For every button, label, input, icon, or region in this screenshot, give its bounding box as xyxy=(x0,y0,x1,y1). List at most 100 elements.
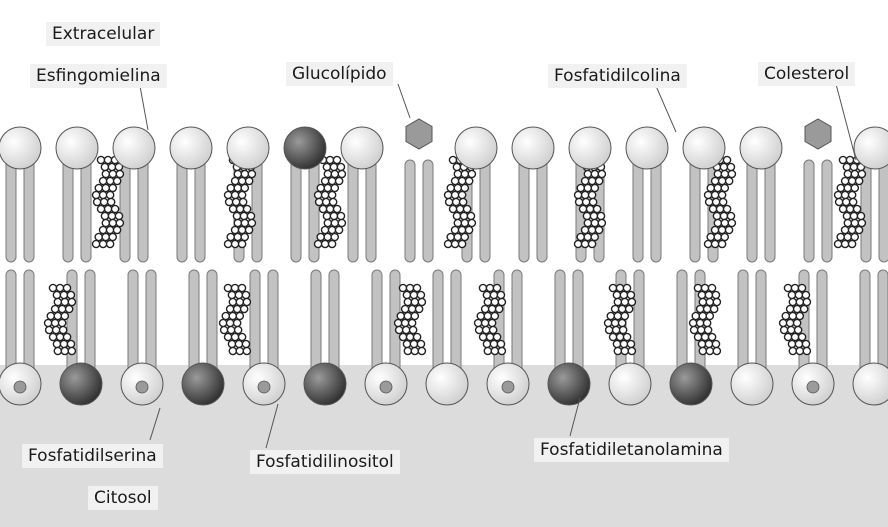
cholesterol-atom xyxy=(106,226,113,233)
cholesterol-atom xyxy=(718,240,725,247)
cholesterol-atom xyxy=(619,305,626,312)
cholesterol-atom xyxy=(53,340,60,347)
cholesterol-atom xyxy=(459,177,466,184)
cholesterol-atom xyxy=(591,233,598,240)
cholesterol-atom xyxy=(59,305,66,312)
cholesterol-atom xyxy=(711,226,718,233)
fatty-acid-tail xyxy=(268,270,278,372)
cholesterol-atom xyxy=(102,170,109,177)
cholesterol-atom xyxy=(856,177,863,184)
cholesterol-atom xyxy=(698,326,705,333)
cholesterol-atom xyxy=(235,291,242,298)
cholesterol-atom xyxy=(106,240,113,247)
cholesterol-atom xyxy=(109,184,116,191)
cholesterol-atom xyxy=(842,191,849,198)
cholesterol-atom xyxy=(720,198,727,205)
cholesterol-atom xyxy=(579,205,586,212)
cholesterol-atom xyxy=(321,240,328,247)
cholesterol-atom xyxy=(844,170,851,177)
cholesterol-atom xyxy=(795,340,802,347)
cholesterol-atom xyxy=(713,347,720,354)
cholesterol-atom xyxy=(444,240,451,247)
cholesterol-atom xyxy=(232,191,239,198)
cholesterol-atom xyxy=(788,291,795,298)
cholesterol-atom xyxy=(795,291,802,298)
cholesterol-atom xyxy=(399,284,406,291)
cholesterol-atom xyxy=(613,326,620,333)
cholesterol-atom xyxy=(465,226,472,233)
cholesterol-atom xyxy=(849,191,856,198)
phospholipid-head-light xyxy=(626,127,668,169)
cholesterol-atom xyxy=(851,233,858,240)
cholesterol-atom xyxy=(589,177,596,184)
cholesterol-atom xyxy=(843,212,850,219)
cholesterol-atom xyxy=(613,291,620,298)
cholesterol-atom xyxy=(780,319,787,326)
fatty-acid-tail xyxy=(85,270,95,372)
label-fosfatidilcolina: Fosfatidilcolina xyxy=(548,64,687,88)
cholesterol-atom xyxy=(463,205,470,212)
cholesterol-atom xyxy=(404,347,411,354)
cholesterol-atom xyxy=(409,319,416,326)
cholesterol-atom xyxy=(241,233,248,240)
cholesterol-atom xyxy=(220,319,227,326)
fatty-acid-tail xyxy=(6,270,16,372)
cholesterol-atom xyxy=(454,170,461,177)
cholesterol-atom xyxy=(243,298,250,305)
cholesterol-atom xyxy=(483,291,490,298)
cholesterol-atom xyxy=(490,340,497,347)
cholesterol-atom xyxy=(231,226,238,233)
fatty-acid-tail xyxy=(291,160,301,262)
cholesterol-atom xyxy=(236,205,243,212)
cholesterol-atom xyxy=(794,319,801,326)
cholesterol-atom xyxy=(626,305,633,312)
cholesterol-atom xyxy=(596,177,603,184)
cholesterol-atom xyxy=(484,298,491,305)
cholesterol-atom xyxy=(716,205,723,212)
cholesterol-atom xyxy=(619,319,626,326)
phospholipid-head-light xyxy=(455,127,497,169)
cholesterol-atom xyxy=(707,184,714,191)
cholesterol-atom xyxy=(581,240,588,247)
fatty-acid-tail xyxy=(250,270,260,372)
cholesterol-atom xyxy=(336,177,343,184)
cholesterol-atom xyxy=(712,177,719,184)
cholesterol-atom xyxy=(697,305,704,312)
cholesterol-atom xyxy=(798,284,805,291)
cholesterol-atom xyxy=(721,219,728,226)
cholesterol-atom xyxy=(718,226,725,233)
phospholipid-head-light xyxy=(740,127,782,169)
cholesterol-atom xyxy=(614,312,621,319)
cholesterol-atom xyxy=(403,326,410,333)
cholesterol-atom xyxy=(56,333,63,340)
label-esfingomielina: Esfingomielina xyxy=(30,64,167,88)
cholesterol-atom xyxy=(468,219,475,226)
cholesterol-atom xyxy=(581,226,588,233)
cholesterol-atom xyxy=(108,212,115,219)
cholesterol-atom xyxy=(333,156,340,163)
fatty-acid-tail xyxy=(878,270,888,372)
cholesterol-atom xyxy=(621,298,628,305)
cholesterol-atom xyxy=(245,226,252,233)
leader-glucolipido xyxy=(398,84,410,118)
cholesterol-atom xyxy=(458,240,465,247)
fatty-acid-tail xyxy=(311,270,321,372)
cholesterol-atom xyxy=(616,284,623,291)
phospholipid-head-dark xyxy=(182,363,224,405)
cholesterol-atom xyxy=(720,212,727,219)
cholesterol-atom xyxy=(468,170,475,177)
cholesterol-atom xyxy=(456,205,463,212)
cholesterol-atom xyxy=(846,156,853,163)
cholesterol-atom xyxy=(322,191,329,198)
fatty-acid-tail xyxy=(423,160,433,262)
cholesterol-atom xyxy=(418,298,425,305)
cholesterol-atom xyxy=(839,156,846,163)
cholesterol-atom xyxy=(496,305,503,312)
cholesterol-atom xyxy=(588,240,595,247)
cholesterol-atom xyxy=(598,219,605,226)
cholesterol-atom xyxy=(402,305,409,312)
cholesterol-atom xyxy=(331,233,338,240)
cholesterol-atom xyxy=(591,170,598,177)
cholesterol-atom xyxy=(238,226,245,233)
cholesterol-atom xyxy=(92,240,99,247)
